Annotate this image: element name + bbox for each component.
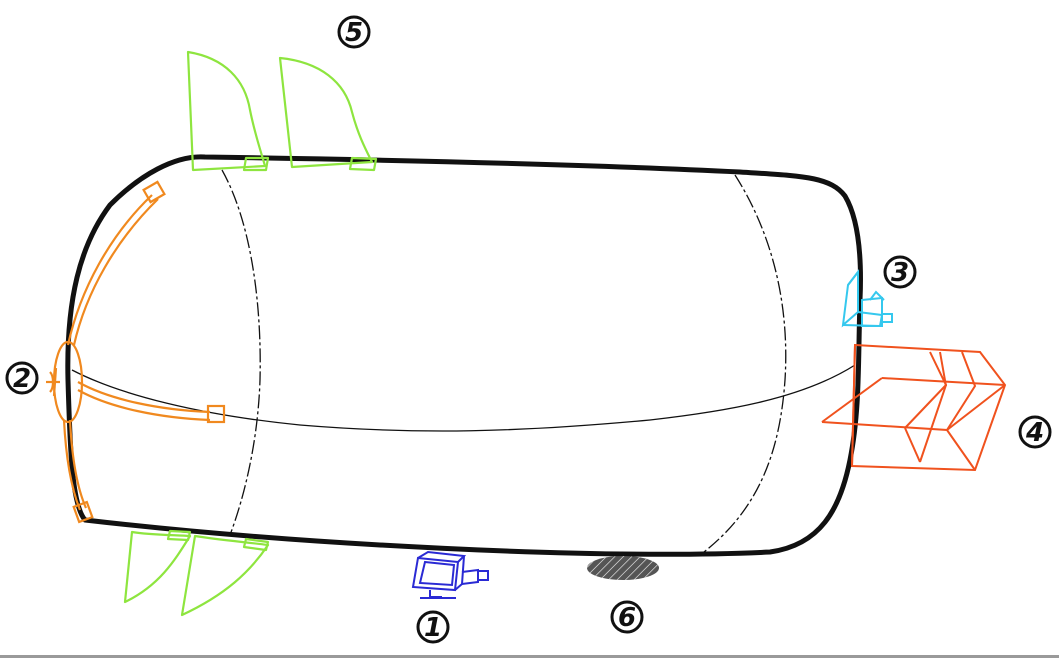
bottom-divider (0, 655, 1059, 658)
fin-bottom-front (123, 530, 192, 604)
harness (46, 180, 226, 524)
harness-mount-top (142, 180, 166, 204)
fin-top-rear-mount (348, 156, 378, 172)
callout-4: 4 (1018, 415, 1052, 449)
fin-icon (123, 50, 378, 617)
callout-1: 1 (416, 610, 450, 644)
harness-mount-mid (206, 404, 226, 424)
callout-3: 3 (883, 255, 917, 289)
label-1: 1 (424, 613, 442, 643)
hull-outline (65, 154, 863, 557)
callout-5: 5 (337, 15, 371, 49)
fin-bottom-rear-mount (242, 537, 270, 552)
fin-top-front-mount (242, 156, 270, 172)
hull (65, 154, 863, 557)
fin-top-front (186, 50, 267, 172)
label-5: 5 (345, 18, 363, 48)
harness-strap-mid-2 (77, 389, 211, 422)
pad-icon (587, 556, 659, 580)
harness-strap-top (66, 194, 153, 346)
camera-icon (411, 550, 489, 599)
hull-rear-seam (699, 174, 787, 556)
label-6: 6 (618, 603, 636, 633)
harness-mount-bottom (72, 500, 94, 524)
fin-bottom-front-mount (166, 529, 192, 542)
hull-front-seam (221, 169, 261, 536)
harness-strap-mid (77, 381, 211, 414)
fin-top-rear (278, 56, 374, 169)
callout-6: 6 (610, 600, 644, 634)
callout-2: 2 (5, 361, 39, 395)
harness-strap-bottom (62, 419, 82, 511)
harness-strap-top-2 (72, 198, 159, 346)
sensor-icon (841, 269, 893, 328)
label-2: 2 (13, 364, 31, 394)
propeller-icon (46, 367, 60, 397)
callout-labels: 1 2 3 4 5 6 (5, 15, 1052, 644)
label-4: 4 (1025, 418, 1044, 448)
label-3: 3 (891, 258, 909, 288)
cage-icon (821, 343, 1007, 472)
hull-center-line (71, 364, 856, 432)
